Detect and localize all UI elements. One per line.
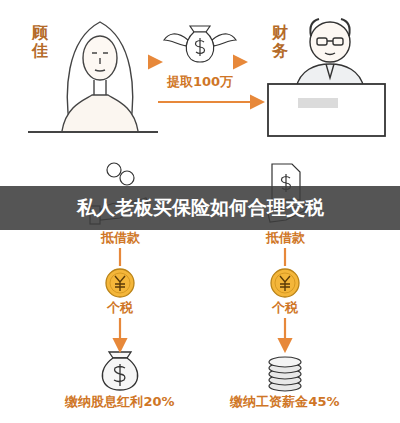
flow-arrow	[240, 61, 245, 63]
step-label: 个税	[107, 300, 133, 316]
step-label: 缴纳股息红利20%	[65, 394, 174, 410]
figure-node: 财务	[262, 8, 388, 140]
step-label: 提取100万	[167, 74, 233, 90]
flow-arrow	[119, 318, 121, 350]
step-node: 个税	[90, 266, 150, 318]
yuan-coin-icon	[106, 269, 134, 297]
flow-arrow	[119, 248, 121, 266]
flow-arrow	[158, 101, 262, 103]
coin-stack-icon	[269, 357, 301, 391]
step-node: 缴纳股息红利20%	[61, 350, 179, 412]
finance-figure	[268, 19, 385, 136]
title-banner: 私人老板买保险如何合理交税	[0, 186, 400, 230]
step-node: 缴纳工资薪金45%	[226, 350, 344, 412]
flow-arrow	[284, 248, 286, 266]
person-label: 顾佳	[32, 24, 48, 59]
step-node: 个税	[255, 266, 315, 318]
money-bag-wings-icon	[164, 26, 236, 62]
step-label: 个税	[272, 300, 298, 316]
step-node: 提取100万	[160, 20, 240, 92]
flow-arrow	[284, 318, 286, 350]
person-label: 财务	[272, 24, 288, 59]
step-label: 抵借款	[101, 230, 140, 246]
step-label: 缴纳工资薪金45%	[230, 394, 339, 410]
figure-node: 顾佳	[22, 8, 158, 132]
title-text: 私人老板买保险如何合理交税	[77, 195, 324, 221]
yuan-coin-icon	[271, 269, 299, 297]
money-bag-icon	[102, 352, 137, 390]
step-label: 抵借款	[266, 230, 305, 246]
woman-figure	[28, 22, 158, 132]
